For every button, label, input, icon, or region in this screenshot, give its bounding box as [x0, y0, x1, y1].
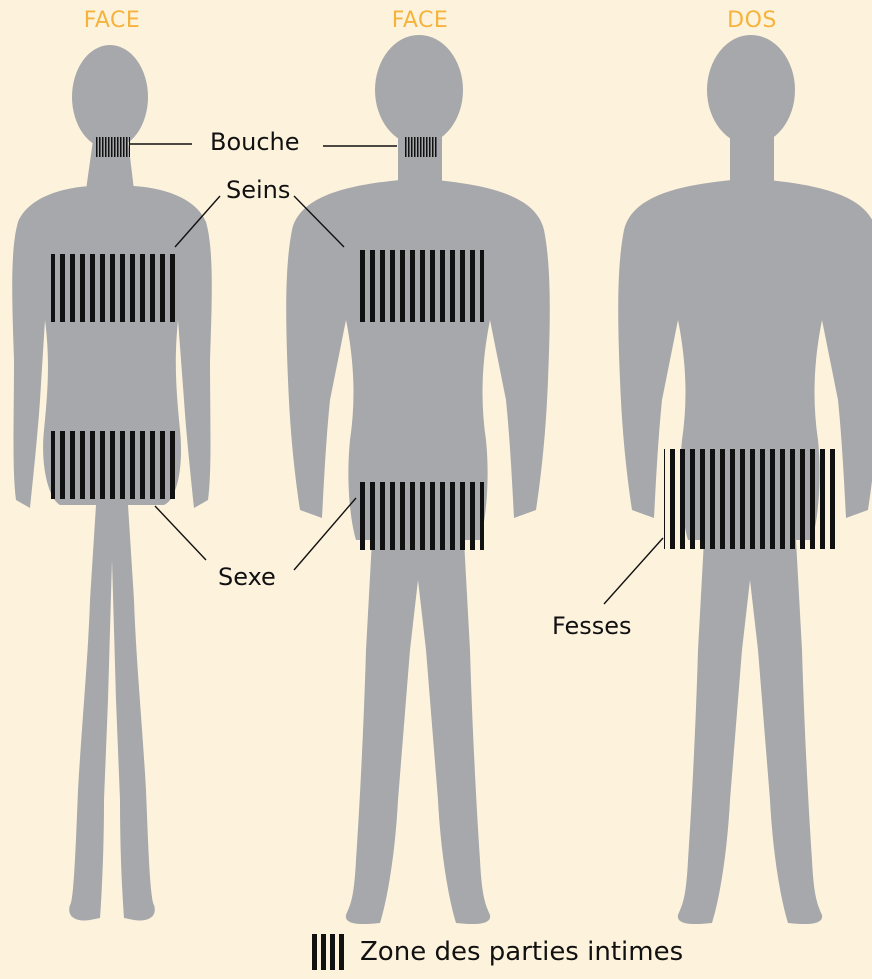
callout-breasts: Seins	[226, 176, 290, 204]
zone-mouth-man	[404, 137, 438, 157]
view-label-man-front: FACE	[320, 8, 520, 33]
zone-genitals-man	[360, 482, 484, 550]
legend: Zone des parties intimes	[312, 932, 683, 972]
zone-mouth-woman	[96, 137, 130, 157]
leader-buttocks	[604, 538, 663, 604]
leader-genitals-woman	[155, 506, 206, 560]
callout-mouth: Bouche	[210, 128, 300, 156]
callout-buttocks: Fesses	[552, 612, 632, 640]
zone-genitals-woman	[51, 431, 175, 499]
view-label-man-back: DOS	[652, 8, 852, 33]
man-front-silhouette	[286, 35, 550, 924]
legend-label: Zone des parties intimes	[360, 937, 683, 967]
zone-breasts-man	[360, 250, 484, 322]
callout-genitals: Sexe	[218, 563, 276, 591]
zone-breasts-woman	[51, 254, 175, 322]
vertical-stripes-icon	[312, 934, 346, 970]
zone-buttocks	[664, 449, 838, 549]
view-label-woman-front: FACE	[12, 8, 212, 33]
